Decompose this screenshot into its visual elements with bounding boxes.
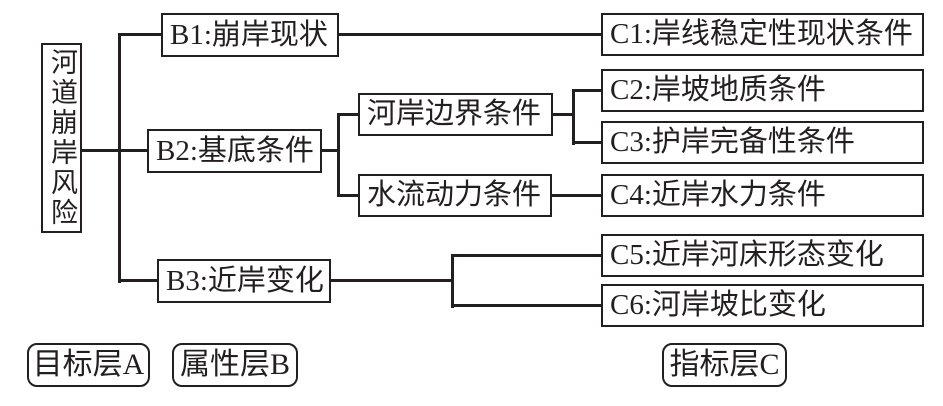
connector-bracket-to-boundary — [337, 113, 358, 116]
connector-bracket-to-c2 — [572, 89, 601, 92]
node-b1-collapse-status: B1:崩岸现状 — [161, 13, 339, 57]
node-c2-bank-slope-geology: C2:岸坡地质条件 — [601, 69, 924, 112]
connector-boundary-to-bracket — [552, 113, 575, 116]
connector-bracket-to-c6 — [451, 304, 601, 307]
connector-root-to-b2 — [80, 149, 147, 152]
legend-target-layer-a: 目标层A — [27, 343, 150, 387]
node-c1-shoreline-stability: C1:岸线稳定性现状条件 — [601, 13, 924, 56]
connector-trunk-to-b1 — [118, 33, 161, 36]
node-flow-dynamic-conditions: 水流动力条件 — [358, 174, 552, 217]
connector-b1-to-c1 — [338, 33, 601, 36]
node-root-river-bank-collapse-risk: 河道崩岸风险 — [41, 43, 82, 233]
node-c3-revetment-completeness: C3:护岸完备性条件 — [601, 121, 924, 164]
node-b2-base-conditions: B2:基底条件 — [147, 129, 322, 173]
connector-b3-to-bracket — [330, 279, 454, 282]
node-c6-bank-slope-ratio-change: C6:河岸坡比变化 — [601, 284, 924, 327]
connector-boundary-bracket-vertical — [572, 89, 575, 145]
connector-b2-to-bracket — [321, 149, 340, 152]
node-bank-boundary-conditions: 河岸边界条件 — [358, 93, 553, 136]
legend-indicator-layer-c: 指标层C — [662, 343, 787, 387]
connector-b3-bracket-vertical — [451, 254, 454, 308]
legend-attribute-layer-b: 属性层B — [172, 343, 298, 387]
connector-trunk-vertical — [118, 33, 121, 283]
connector-bracket-to-c5 — [451, 254, 601, 257]
connector-bracket-to-hydrodynamic — [337, 194, 358, 197]
node-c5-riverbed-morphology-change: C5:近岸河床形态变化 — [601, 234, 924, 277]
connector-trunk-to-b3 — [118, 279, 157, 282]
connector-hydrodynamic-to-c4 — [551, 194, 601, 197]
node-b3-nearshore-change: B3:近岸变化 — [157, 259, 331, 303]
node-c4-nearshore-hydraulic: C4:近岸水力条件 — [601, 174, 924, 217]
connector-b2-bracket-vertical — [337, 113, 340, 197]
connector-bracket-to-c3 — [572, 141, 601, 144]
